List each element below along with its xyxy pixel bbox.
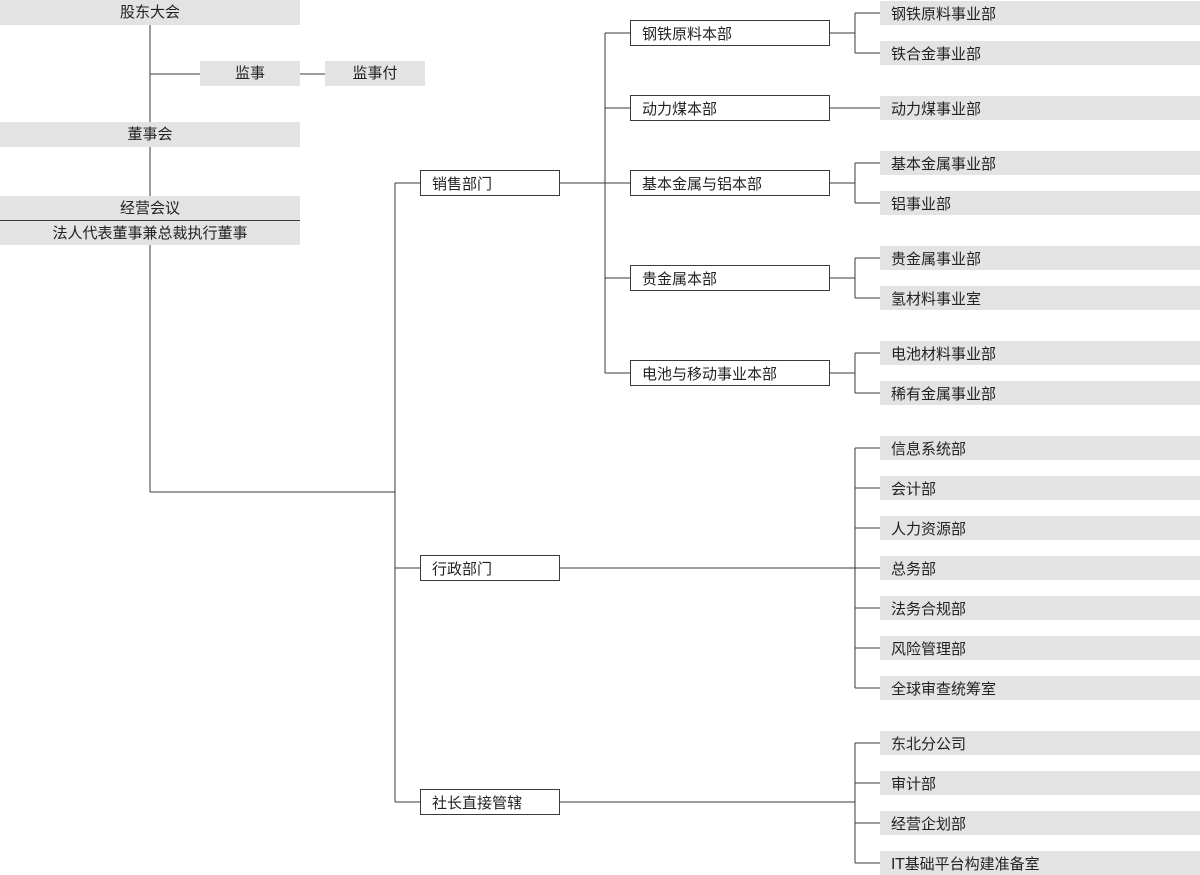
direct-division-node: 审计部 (880, 771, 1200, 795)
admin-division-node: 全球审查统筹室 (880, 676, 1200, 700)
sales-unit-node: 动力煤本部 (630, 95, 830, 121)
direct-division-node: 东北分公司 (880, 731, 1200, 755)
division-node: 铁合金事业部 (880, 41, 1200, 65)
admin-division-node: 信息系统部 (880, 436, 1200, 460)
admin-department-node: 行政部门 (420, 555, 560, 581)
president-node: 法人代表董事兼总裁执行董事 (0, 221, 300, 245)
admin-division-node: 会计部 (880, 476, 1200, 500)
division-node: 铝事业部 (880, 191, 1200, 215)
auditor-node: 监事 (200, 61, 300, 86)
auditor-assistant-node: 监事付 (325, 61, 425, 86)
admin-division-node: 法务合规部 (880, 596, 1200, 620)
board-node: 董事会 (0, 122, 300, 147)
admin-division-node: 总务部 (880, 556, 1200, 580)
sales-unit-node: 贵金属本部 (630, 265, 830, 291)
division-node: 电池材料事业部 (880, 341, 1200, 365)
sales-unit-node: 基本金属与铝本部 (630, 170, 830, 196)
division-node: 稀有金属事业部 (880, 381, 1200, 405)
division-node: 钢铁原料事业部 (880, 1, 1200, 25)
sales-unit-node: 钢铁原料本部 (630, 20, 830, 46)
management-meeting-node: 经营会议 (0, 196, 300, 221)
sales-department-node: 销售部门 (420, 170, 560, 196)
division-node: 贵金属事业部 (880, 246, 1200, 270)
division-node: 基本金属事业部 (880, 151, 1200, 175)
shareholders-meeting-node: 股东大会 (0, 0, 300, 25)
division-node: 动力煤事业部 (880, 96, 1200, 120)
direct-division-node: IT基础平台构建准备室 (880, 851, 1200, 875)
direct-division-node: 经营企划部 (880, 811, 1200, 835)
division-node: 氢材料事业室 (880, 286, 1200, 310)
president-direct-node: 社长直接管辖 (420, 789, 560, 815)
admin-division-node: 人力资源部 (880, 516, 1200, 540)
sales-unit-node: 电池与移动事业本部 (630, 360, 830, 386)
admin-division-node: 风险管理部 (880, 636, 1200, 660)
